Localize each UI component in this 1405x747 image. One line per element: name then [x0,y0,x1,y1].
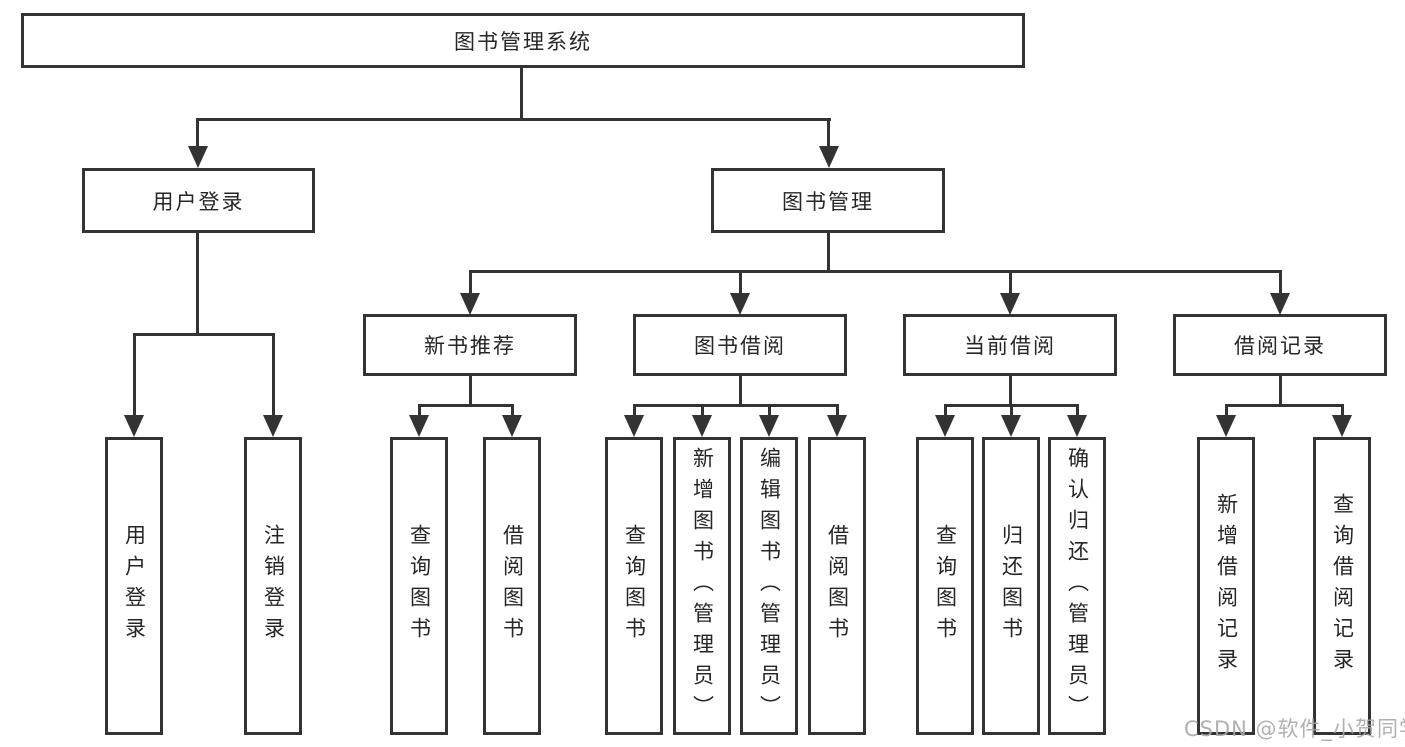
connector-user-login-horizontal [133,333,275,336]
connector-stem [836,404,839,415]
connector-root-vertical [520,68,523,120]
connector-borrow-records-horizontal [1225,404,1344,407]
connector-current-borrow-vertical [1009,376,1012,406]
connector-stem-borrow-records [1279,270,1282,293]
connector-stem-book-management [827,118,830,148]
connector-stem [701,404,704,415]
node-book-borrow: 图书借阅 [633,314,847,376]
leaf-borrow-book: 借阅图书 [808,437,866,735]
leaf-confirm-return-admin: 确认归还（管理员） [1048,437,1106,735]
arrow-down-icon [1332,415,1352,437]
node-root-library-system: 图书管理系统 [21,13,1025,68]
arrow-down-icon [1216,415,1236,437]
connector-borrow-records-vertical [1279,376,1282,406]
connector-book-borrow-vertical [739,376,742,406]
node-new-book-recommend: 新书推荐 [363,314,577,376]
connector-stem [418,404,421,415]
arrow-down-icon [730,293,750,315]
connector-stem [768,404,771,415]
connector-stem-leaf-logout [272,333,275,415]
connector-book-borrow-horizontal [633,404,839,407]
arrow-down-icon [624,415,644,437]
leaf-return-book: 归还图书 [982,437,1040,735]
connector-stem [633,404,636,415]
leaf-logout-login: 注销登录 [244,437,302,735]
leaf-edit-book-admin: 编辑图书（管理员） [740,437,798,735]
connector-stem-user-login [196,118,199,148]
leaf-add-book-admin: 新增图书（管理员） [673,437,731,735]
csdn-watermark: CSDN @软件_小贺同学 [1184,717,1405,741]
arrow-down-icon [409,415,429,437]
leaf-user-login: 用户登录 [105,437,163,735]
connector-stem-new-book [469,270,472,293]
leaf-query-book: 查询图书 [605,437,663,735]
arrow-down-icon [1001,415,1021,437]
connector-user-login-vertical [196,233,199,335]
leaf-query-borrow-record: 查询借阅记录 [1313,437,1371,735]
connector-stem [1076,404,1079,415]
leaf-query-book: 查询图书 [916,437,974,735]
connector-new-book-vertical [469,376,472,406]
leaf-add-borrow-record: 新增借阅记录 [1197,437,1255,735]
arrow-down-icon [1270,293,1290,315]
arrow-down-icon [759,415,779,437]
connector-book-management-horizontal [469,270,1281,273]
node-current-borrow: 当前借阅 [903,314,1117,376]
arrow-down-icon [819,146,839,168]
connector-stem [1341,404,1344,415]
node-user-login: 用户登录 [82,168,315,233]
arrow-down-icon [1067,415,1087,437]
connector-stem [1010,404,1013,415]
connector-stem-leaf-user-login [133,333,136,415]
connector-stem [944,404,947,415]
leaf-query-book: 查询图书 [390,437,448,735]
connector-stem-current-borrow [1009,270,1012,293]
arrow-down-icon [827,415,847,437]
arrow-down-icon [188,146,208,168]
connector-book-management-vertical [827,233,830,272]
arrow-down-icon [502,415,522,437]
connector-root-horizontal [197,118,831,121]
arrow-down-icon [124,415,144,437]
arrow-down-icon [935,415,955,437]
node-borrow-records: 借阅记录 [1173,314,1387,376]
connector-new-book-horizontal [418,404,514,407]
connector-stem-book-borrow [739,270,742,293]
arrow-down-icon [692,415,712,437]
connector-stem [1225,404,1228,415]
connector-stem [511,404,514,415]
node-book-management: 图书管理 [711,168,945,233]
arrow-down-icon [263,415,283,437]
arrow-down-icon [460,293,480,315]
arrow-down-icon [1000,293,1020,315]
leaf-borrow-book: 借阅图书 [483,437,541,735]
